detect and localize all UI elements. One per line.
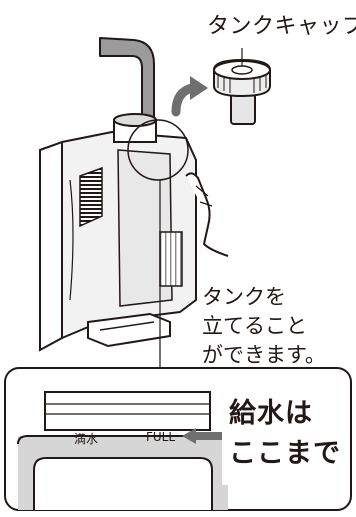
hand-icon xyxy=(185,172,229,257)
curved-arrow-icon xyxy=(171,76,208,117)
tank-cap-label: タンクキャップ xyxy=(207,14,356,39)
water-level-label-en: FULL xyxy=(146,430,176,444)
stand-note: タンクを 立てること ができます。 xyxy=(202,283,326,370)
stand-note-line-2: 立てること xyxy=(202,314,307,338)
fill-label-background xyxy=(222,393,346,485)
stand-note-line-3: ができます。 xyxy=(202,343,326,367)
left-arrow-icon xyxy=(182,428,196,444)
water-level-label-jp: 満水 xyxy=(74,432,99,446)
fill-to-label: 給水は ここまで xyxy=(229,394,341,474)
tank-cap-icon xyxy=(213,48,271,125)
fill-to-line-1: 給水は xyxy=(229,398,313,429)
water-tank-icon xyxy=(39,113,197,370)
fill-to-line-2: ここまで xyxy=(229,438,341,469)
stand-note-line-1: タンクを xyxy=(202,285,286,309)
